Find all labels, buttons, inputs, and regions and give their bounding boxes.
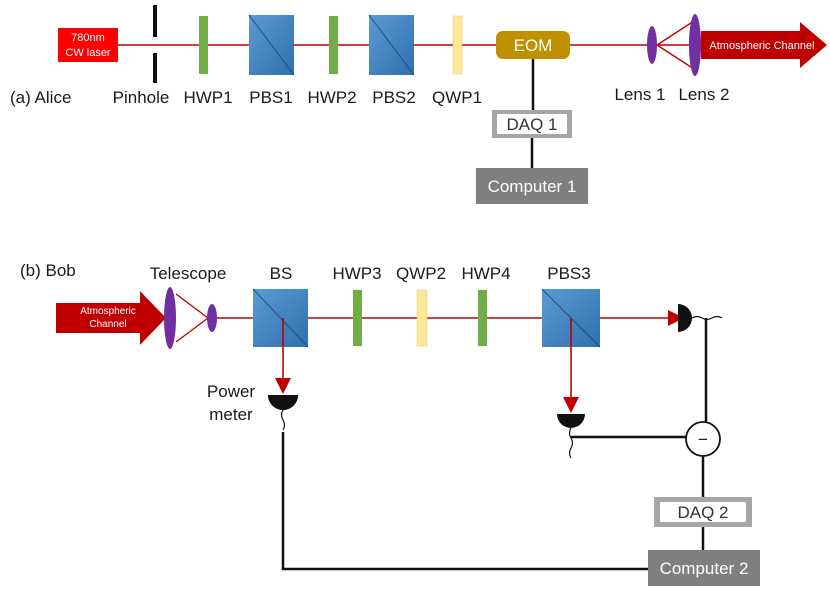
telescope-lens-large <box>164 287 176 349</box>
computer2-label: Computer 2 <box>660 559 749 578</box>
subtractor-symbol: − <box>698 430 708 449</box>
hwp2-waveplate <box>329 16 338 74</box>
qwp2-label: QWP2 <box>396 264 446 283</box>
alice-section-label: (a) Alice <box>10 88 71 107</box>
hwp2-label: HWP2 <box>307 88 356 107</box>
lens1 <box>647 26 657 64</box>
lower-photodiode-wire <box>568 427 574 459</box>
lens-beam-lower <box>656 44 695 70</box>
daq2-label: DAQ 2 <box>677 503 728 522</box>
computer1-box: Computer 1 <box>476 168 588 204</box>
qwp1-waveplate <box>452 15 463 75</box>
pinhole-label: Pinhole <box>113 88 170 107</box>
subtractor: − <box>685 421 721 457</box>
alice-channel-label: Atmospheric Channel <box>709 40 814 52</box>
eom-label: EOM <box>514 36 553 55</box>
lens2 <box>689 14 701 76</box>
bs-cube <box>252 288 309 348</box>
power-meter-computer2-cable <box>281 432 648 571</box>
telescope-label: Telescope <box>150 264 227 283</box>
bs-label: BS <box>270 264 293 283</box>
bob-channel-arrow: Atmospheric Channel <box>56 291 166 345</box>
pbs1-cube <box>248 14 295 76</box>
lens-beam-upper <box>656 20 695 46</box>
computer1-label: Computer 1 <box>488 177 577 196</box>
pbs2-cube <box>368 14 415 76</box>
daq1-label: DAQ 1 <box>506 115 557 134</box>
power-meter-detector <box>268 395 298 410</box>
laser-label-1: 780nm <box>71 32 105 44</box>
pbs3-label: PBS3 <box>547 264 590 283</box>
laser-label-2: CW laser <box>65 47 111 59</box>
bob-channel-label-1: Atmospheric <box>80 306 136 317</box>
computer2-box: Computer 2 <box>648 550 760 586</box>
bob-section-label: (b) Bob <box>20 261 76 280</box>
bob-channel-label-2: Channel <box>89 319 126 330</box>
lens1-label: Lens 1 <box>614 85 665 104</box>
telescope-beam-upper <box>175 293 209 319</box>
hwp1-waveplate <box>199 16 208 74</box>
hwp4-waveplate <box>478 290 487 346</box>
laser-source: 780nm CW laser <box>58 28 118 62</box>
hwp3-waveplate <box>353 290 362 346</box>
eom: EOM <box>496 31 570 59</box>
pinhole <box>153 5 157 83</box>
daq1-box: DAQ 1 <box>492 110 572 138</box>
pbs1-label: PBS1 <box>249 88 292 107</box>
hwp1-label: HWP1 <box>183 88 232 107</box>
pbs2-label: PBS2 <box>372 88 415 107</box>
telescope-lens-small <box>207 304 217 332</box>
power-meter-label-1: Power <box>207 382 256 401</box>
power-meter-wire-squiggle <box>280 409 286 431</box>
power-meter-label-2: meter <box>209 405 253 424</box>
telescope-beam-lower <box>175 317 209 343</box>
qwp1-label: QWP1 <box>432 88 482 107</box>
qwp2-waveplate <box>416 289 428 347</box>
alice-channel-arrow: Atmospheric Channel <box>701 22 827 68</box>
lower-photodiode <box>557 414 585 428</box>
daq2-box: DAQ 2 <box>654 497 752 527</box>
right-photodiode <box>678 304 692 332</box>
hwp4-label: HWP4 <box>461 264 510 283</box>
hwp3-label: HWP3 <box>332 264 381 283</box>
lens2-label: Lens 2 <box>678 85 729 104</box>
